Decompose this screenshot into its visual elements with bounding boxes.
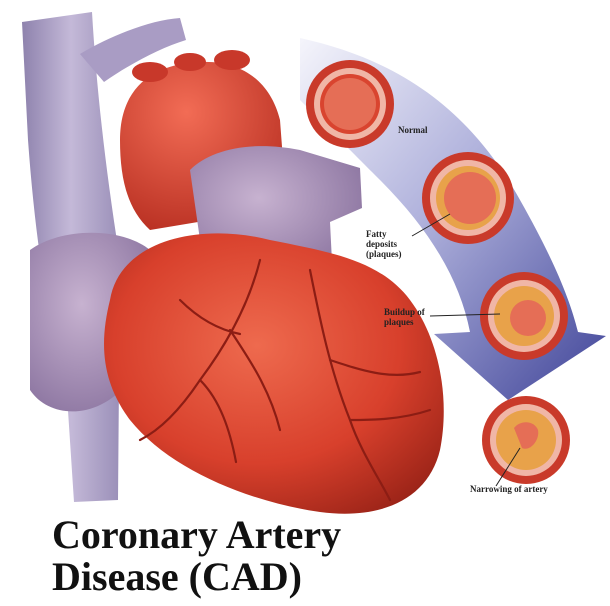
artery-fatty-deposits: [422, 152, 514, 244]
label-fatty-line3: (plaques): [366, 249, 426, 259]
title-line1: Coronary Artery: [52, 514, 341, 556]
label-buildup: Buildup of plaques: [384, 307, 444, 327]
label-fatty-deposits: Fatty deposits (plaques): [366, 229, 426, 259]
artery-normal: [306, 60, 394, 148]
aortic-branch-1: [132, 62, 168, 82]
label-narrowing: Narrowing of artery: [470, 484, 548, 494]
aortic-branch-2: [174, 53, 206, 71]
label-buildup-line2: plaques: [384, 317, 444, 327]
artery-buildup: [480, 272, 568, 360]
aortic-branch-3: [214, 50, 250, 70]
label-normal: Normal: [398, 125, 428, 135]
label-fatty-line1: Fatty: [366, 229, 426, 239]
label-buildup-line1: Buildup of: [384, 307, 444, 317]
page-title: Coronary Artery Disease (CAD): [52, 514, 341, 598]
artery-narrowing: [482, 396, 570, 484]
label-fatty-line2: deposits: [366, 239, 426, 249]
heart: [104, 233, 444, 513]
title-line2: Disease (CAD): [52, 556, 341, 598]
